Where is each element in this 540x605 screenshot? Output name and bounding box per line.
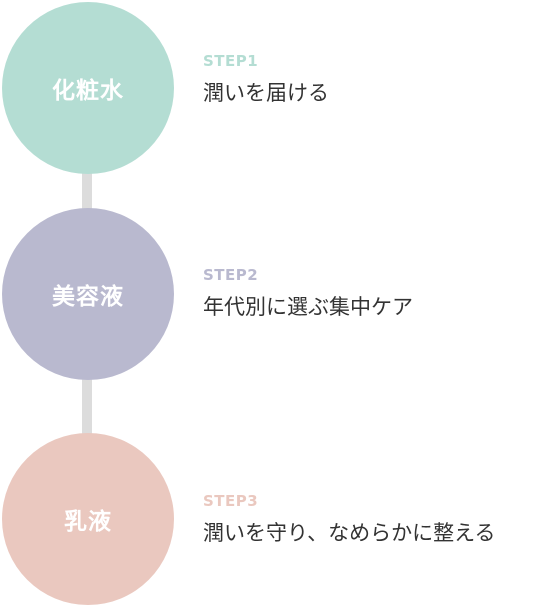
step-product-name: 乳液 [64, 509, 112, 535]
step-product-name: 美容液 [52, 284, 124, 310]
step-info-1: STEP1 潤いを届ける [203, 52, 329, 106]
step-info-3: STEP3 潤いを守り、なめらかに整える [203, 492, 496, 546]
step-circle-serum: 美容液 [2, 208, 174, 380]
step-description: 年代別に選ぶ集中ケア [203, 295, 413, 319]
step-label: STEP2 [203, 266, 259, 284]
step-label: STEP1 [203, 52, 259, 70]
step-description: 潤いを届ける [203, 81, 329, 105]
step-product-name: 化粧水 [52, 78, 124, 104]
step-label: STEP3 [203, 492, 259, 510]
step-connector-2-3 [82, 377, 92, 441]
step-description: 潤いを守り、なめらかに整える [203, 521, 496, 545]
step-circle-emulsion: 乳液 [2, 433, 174, 605]
step-info-2: STEP2 年代別に選ぶ集中ケア [203, 266, 413, 320]
step-connector-1-2 [82, 168, 92, 216]
step-circle-toner: 化粧水 [2, 2, 174, 174]
